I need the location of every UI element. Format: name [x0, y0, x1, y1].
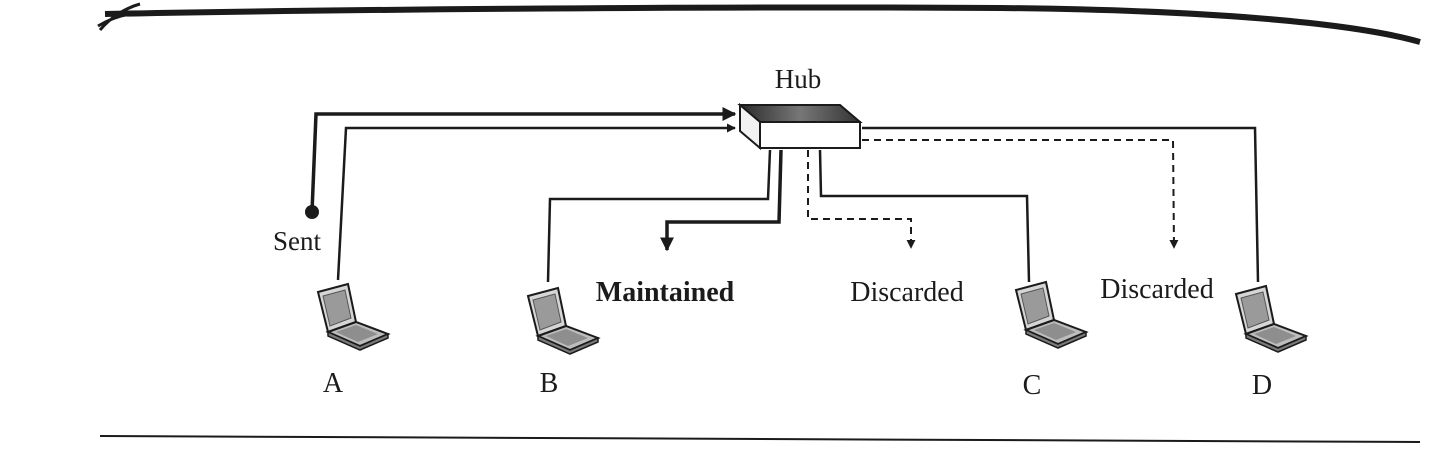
hub-device	[737, 102, 863, 151]
computer-label-b: B	[540, 368, 559, 399]
sent-path-line	[310, 107, 737, 213]
sent-label: Sent	[273, 226, 322, 256]
laptop-a-icon	[317, 283, 389, 351]
laptop-d-icon	[1235, 285, 1307, 353]
laptop-b-icon	[527, 287, 599, 355]
discarded-label-d: Discarded	[1100, 274, 1214, 305]
cable-a	[336, 123, 736, 281]
cable-c	[818, 149, 1031, 283]
top-border-rule	[104, 4, 1421, 45]
bottom-border-rule	[99, 435, 1421, 443]
hub-label: Hub	[775, 64, 822, 94]
computer-label-d: D	[1252, 370, 1272, 401]
laptop-c-icon	[1015, 281, 1087, 349]
discarded-label-c: Discarded	[850, 277, 964, 308]
computer-label-c: C	[1023, 370, 1042, 401]
cable-d	[862, 126, 1260, 283]
top-border-swash	[97, 2, 141, 31]
maintained-label: Maintained	[596, 277, 735, 308]
discarded-path-c	[807, 150, 916, 249]
maintained-path-line	[660, 149, 783, 252]
computer-label-a: A	[323, 368, 344, 399]
cable-b	[546, 149, 772, 283]
discarded-path-d	[862, 139, 1179, 249]
sent-origin-dot	[305, 205, 319, 219]
